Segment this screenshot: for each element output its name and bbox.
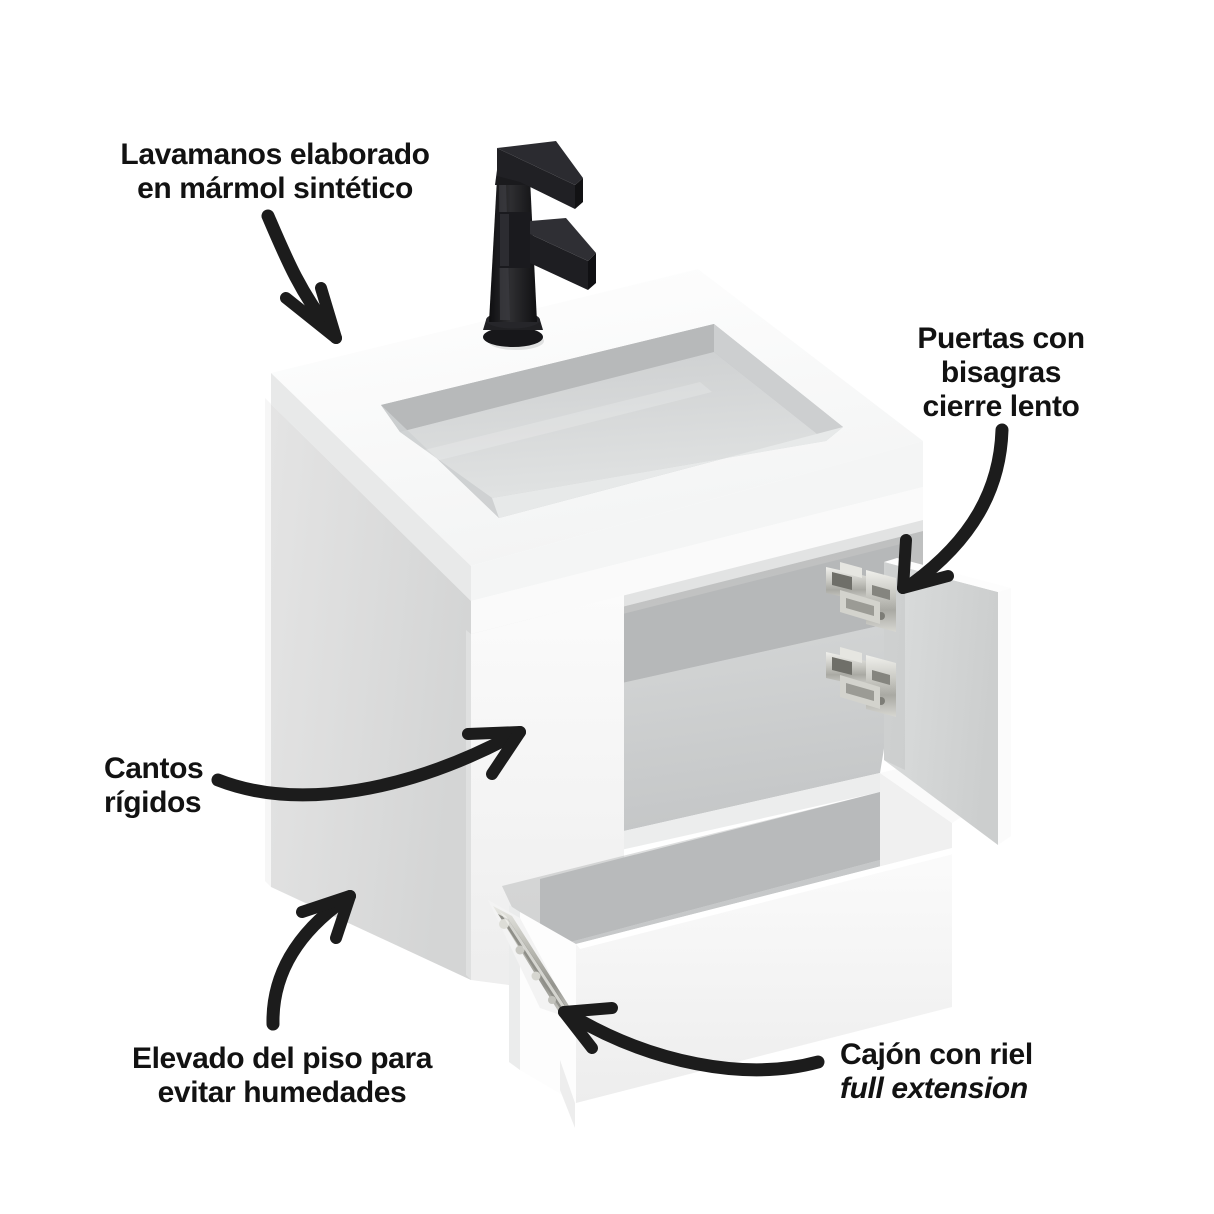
callout-hinges: Puertas con bisagras cierre lento bbox=[908, 322, 1094, 424]
callout-elevated-line-1: Elevado del piso para bbox=[131, 1042, 433, 1075]
arrow-to-sink bbox=[261, 209, 342, 344]
callout-elevated: Elevado del piso para evitar humedades bbox=[110, 1042, 454, 1110]
callout-edges-line-2: rígidos bbox=[104, 785, 202, 819]
cabinet-base bbox=[560, 1060, 575, 1128]
arrow-to-hinges bbox=[897, 423, 1009, 594]
cabinet-body bbox=[265, 398, 1011, 1128]
callout-edges-line-1: Cantos bbox=[104, 752, 204, 785]
cabinet-side-panel bbox=[271, 404, 471, 980]
sink-basin bbox=[381, 324, 843, 518]
callout-elevated-line-2: evitar humedades bbox=[157, 1075, 407, 1109]
countertop-sink bbox=[271, 269, 923, 601]
callout-drawer: Cajón con riel full extension bbox=[840, 1038, 1100, 1106]
arrow-to-edges bbox=[211, 726, 526, 802]
callout-drawer-line-1: Cajón con riel bbox=[840, 1038, 1033, 1071]
callout-sink-line-2: en mármol sintético bbox=[137, 171, 413, 205]
door-hinge-upper bbox=[826, 562, 896, 632]
callout-edges: Cantos rígidos bbox=[104, 752, 314, 820]
arrow-to-base bbox=[266, 890, 356, 1031]
callout-drawer-line-2: full extension bbox=[840, 1071, 1028, 1105]
arrow-to-drawer bbox=[558, 1002, 825, 1077]
callout-hinges-line-1: Puertas con bbox=[917, 322, 1085, 355]
callout-sink: Lavamanos elaborado en mármol sintético bbox=[100, 138, 450, 206]
arrow-group bbox=[211, 209, 1009, 1077]
faucet bbox=[483, 141, 596, 347]
callout-sink-line-1: Lavamanos elaborado bbox=[120, 138, 430, 171]
callout-hinges-line-3: cierre lento bbox=[922, 389, 1080, 423]
drawer-slide-rail bbox=[488, 900, 578, 1020]
door-hinge-lower bbox=[826, 647, 896, 717]
callout-hinges-line-2: bisagras bbox=[940, 355, 1062, 389]
